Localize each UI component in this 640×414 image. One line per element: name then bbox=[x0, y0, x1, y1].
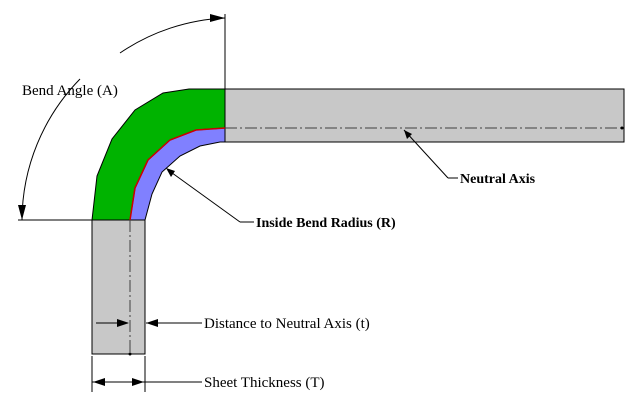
vertical-flange bbox=[91, 219, 146, 355]
neutral-axis-leader bbox=[403, 129, 449, 179]
bend-angle-arrowhead-left bbox=[18, 205, 26, 220]
distance-dimension-left-arrowhead bbox=[117, 319, 129, 327]
bend-angle-arc bbox=[21, 78, 81, 221]
inside-bend-radius-label: Inside Bend Radius (R) bbox=[256, 216, 396, 231]
neutral-axis-bottom-dot bbox=[128, 352, 132, 356]
thickness-arrowhead-left bbox=[93, 378, 105, 386]
neutral-axis-leader-arrowhead bbox=[404, 130, 412, 139]
bend-angle-arc-upper bbox=[119, 17, 226, 54]
neutral-axis-label: Neutral Axis bbox=[460, 172, 536, 187]
bend-neutral-axis-curve bbox=[129, 127, 226, 221]
inside-bend-radius-leader bbox=[167, 169, 241, 223]
thickness-arrowhead-right bbox=[132, 378, 144, 386]
sheet-thickness-label: Sheet Thickness (T) bbox=[204, 375, 325, 391]
distance-to-neutral-axis-label: Distance to Neutral Axis (t) bbox=[204, 316, 370, 332]
distance-dimension-right-arrowhead bbox=[146, 319, 158, 327]
horizontal-flange bbox=[224, 88, 625, 143]
neutral-axis-end-dot bbox=[620, 126, 624, 130]
bend-angle-arrowhead-top bbox=[210, 14, 225, 22]
bend-angle-label: Bend Angle (A) bbox=[22, 83, 118, 99]
inside-bend-radius-arrowhead bbox=[166, 168, 175, 177]
